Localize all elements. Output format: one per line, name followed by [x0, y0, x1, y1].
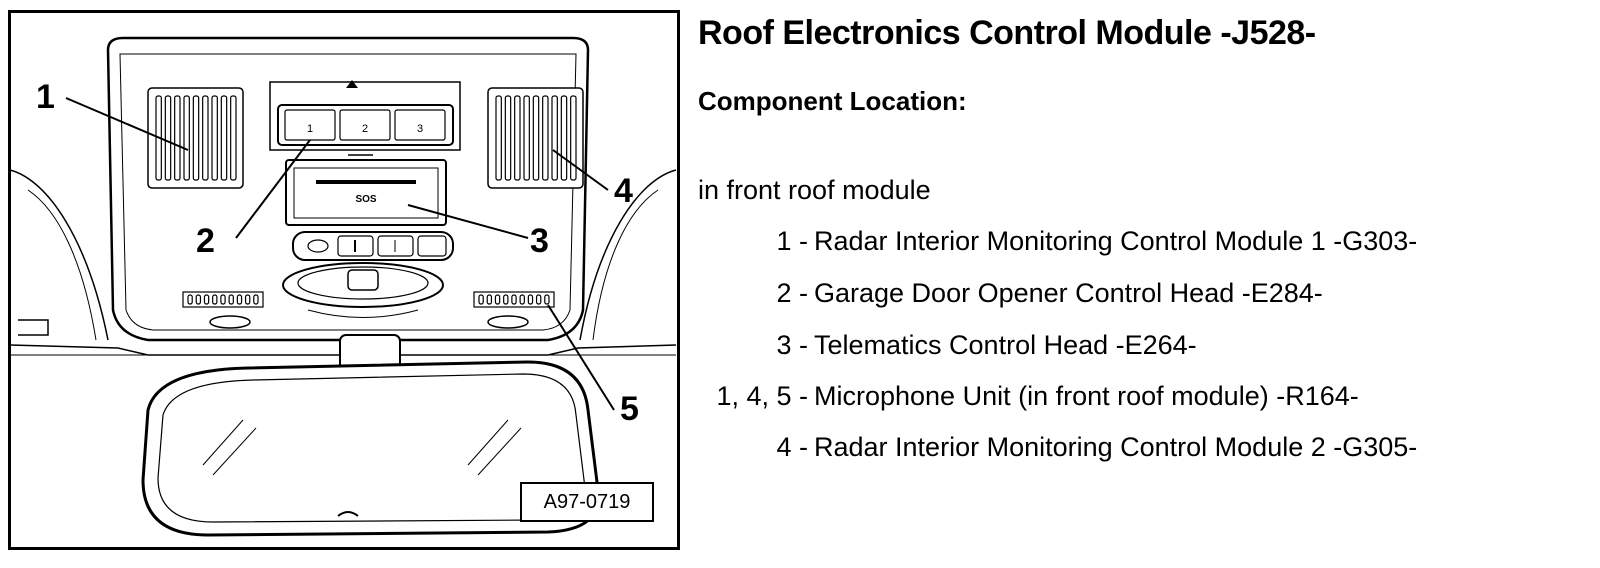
item-description: Telematics Control Head -E264-	[814, 330, 1197, 360]
callout-1: 1	[36, 78, 55, 116]
dome-lamp	[282, 262, 444, 308]
component-illustration: 1 2 3 SOS	[8, 10, 680, 550]
item-description: Radar Interior Monitoring Control Module…	[814, 432, 1418, 462]
grille-slat	[203, 294, 210, 305]
right-microphone	[473, 291, 555, 329]
button-2[interactable]	[339, 109, 391, 141]
home-icon	[346, 80, 358, 88]
callout-4: 4	[614, 172, 633, 210]
right-grille	[487, 87, 584, 189]
grille-slat	[220, 95, 228, 181]
grille-slat	[192, 95, 200, 181]
button-1-label: 1	[307, 123, 313, 135]
grille-slat	[560, 95, 568, 181]
left-microphone	[182, 291, 264, 329]
light-switch-row	[292, 231, 454, 261]
callout-5: 5	[620, 390, 639, 428]
grille-slat	[202, 95, 209, 181]
grille-slat	[503, 294, 509, 305]
grille-slat	[212, 294, 218, 305]
roof-module-drawing: 1 2 3 SOS	[8, 10, 680, 550]
callout-2: 2	[196, 222, 215, 260]
item-description: Garage Door Opener Control Head -E284-	[814, 278, 1323, 308]
item-number: 2 -	[776, 278, 808, 308]
button-3[interactable]	[394, 109, 446, 141]
grille-slat	[519, 294, 525, 305]
grille-slat	[504, 95, 512, 181]
item-number: 1 -	[776, 226, 808, 256]
image-id: A97-0719	[544, 491, 631, 513]
left-grille	[147, 87, 244, 189]
callout-3: 3	[530, 222, 549, 260]
grille-slat	[535, 294, 542, 305]
grille-slat	[211, 95, 218, 181]
telematics-control-head: SOS	[285, 159, 447, 226]
item-description: Microphone Unit (in front roof module) -…	[814, 381, 1359, 411]
image-id-box	[520, 482, 654, 522]
grille-slat	[164, 95, 172, 181]
grille-slat	[495, 95, 502, 181]
item-number: 3 -	[776, 330, 808, 360]
grille-slat	[228, 294, 234, 305]
grille-slat	[514, 95, 521, 181]
grille-slat	[195, 294, 202, 305]
grille-slat	[527, 294, 534, 305]
grille-slat	[542, 95, 549, 181]
grille-slat	[544, 294, 550, 305]
left-pillar-line	[9, 169, 109, 341]
section-heading: Component Location:	[698, 86, 967, 116]
item-number: 1, 4, 5 -	[716, 381, 808, 411]
sos-label: SOS	[355, 194, 376, 205]
grille-slat	[230, 95, 237, 181]
page-title: Roof Electronics Control Module -J528-	[698, 14, 1316, 52]
grille-slat	[551, 95, 558, 181]
grille-slat	[244, 294, 251, 305]
location-text: in front roof module	[698, 175, 931, 205]
grille-slat	[478, 294, 484, 305]
item-description: Radar Interior Monitoring Control Module…	[814, 226, 1418, 256]
rear-view-mirror	[141, 360, 600, 537]
grille-slat	[532, 95, 540, 181]
button-2-label: 2	[362, 123, 368, 135]
grille-slat	[183, 95, 190, 181]
right-pillar-line	[579, 169, 677, 341]
item-number: 4 -	[776, 432, 808, 462]
grille-slat	[220, 294, 226, 305]
grille-slat	[511, 294, 517, 305]
grille-slat	[253, 294, 259, 305]
grille-slat	[570, 95, 577, 181]
grille-slat	[486, 294, 493, 305]
grille-slat	[236, 294, 243, 305]
grille-slat	[494, 294, 501, 305]
grille-slat	[174, 95, 181, 181]
button-3-label: 3	[417, 123, 423, 135]
grille-slat	[523, 95, 530, 181]
garage-door-opener-buttons: 1 2 3	[277, 104, 454, 146]
grille-slat	[187, 294, 193, 305]
